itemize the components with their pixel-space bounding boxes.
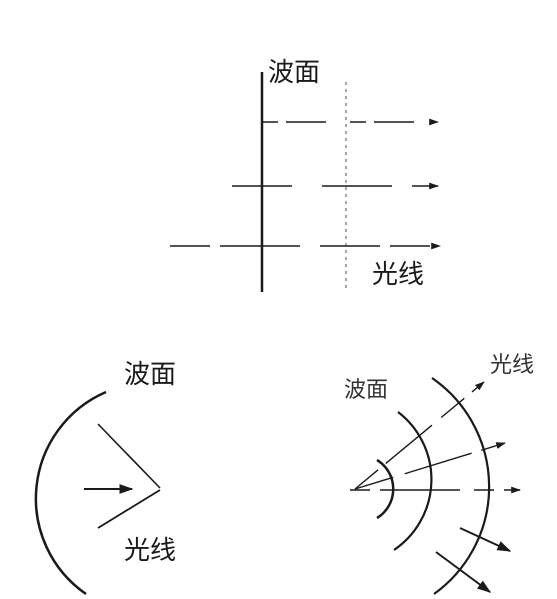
diverging-ray-5 (435, 551, 492, 593)
converging-wave-figure (34, 390, 161, 596)
plane-wave-figure (170, 72, 441, 292)
diverging-ray-1 (354, 381, 485, 490)
diverging-ray-label: 光线 (490, 353, 535, 378)
diverging-wavefront-arc-1 (376, 458, 395, 520)
plane-wavefront-label: 波面 (268, 58, 321, 88)
plane-ray-label: 光线 (372, 260, 425, 290)
diverging-wavefront-arc-2 (393, 411, 433, 551)
converging-wavefront-arc (34, 390, 107, 596)
converging-ray-lower (97, 489, 161, 529)
diverging-wavefront-label: 波面 (344, 378, 389, 403)
converging-ray-label: 光线 (124, 536, 177, 566)
converging-ray-upper (97, 423, 161, 489)
diverging-wavefront-arc-3 (431, 377, 491, 595)
diverging-wave-figure (350, 377, 521, 595)
diverging-ray-4 (459, 527, 512, 552)
converging-wavefront-label: 波面 (124, 360, 177, 390)
diverging-ray-2 (354, 442, 506, 490)
